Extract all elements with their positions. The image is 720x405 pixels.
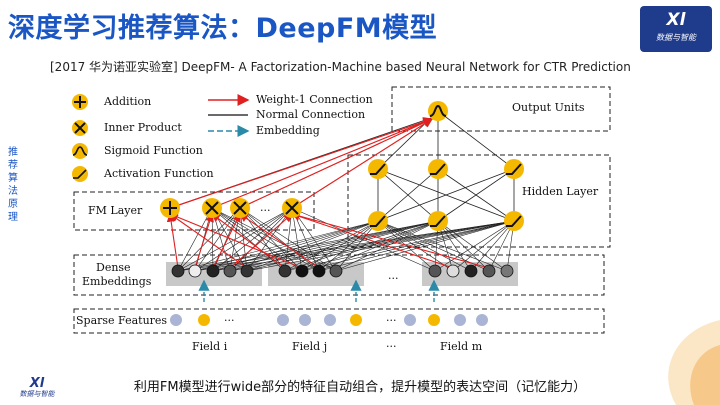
caption: 利用FM模型进行wide部分的特征自动组合，提升模型的表达空间（记忆能力）: [0, 376, 720, 395]
dense-embedding-node: [483, 265, 495, 277]
normal-connection: [213, 208, 292, 271]
hidden-unit: [368, 159, 388, 179]
legend-embedding: Embedding: [256, 124, 320, 137]
dense-label-1: Dense: [96, 261, 131, 274]
decorative-swirl: [636, 300, 720, 405]
hidden-unit: [504, 159, 524, 179]
legend-weight1: Weight-1 Connection: [256, 93, 373, 106]
dense-embedding-node: [296, 265, 308, 277]
field-m-label: Field m: [440, 340, 483, 353]
hidden-unit: [428, 211, 448, 231]
weight1-connection: [170, 214, 178, 268]
weight1-connection: [212, 119, 432, 208]
output-unit: [428, 101, 448, 121]
field-dots: ···: [386, 340, 397, 353]
sparse-feature-node: [299, 314, 311, 326]
brand-logo-bottom: Xl 数据与智能: [6, 376, 68, 400]
sparse-feature-node: [350, 314, 362, 326]
fm-layer-label: FM Layer: [88, 204, 143, 217]
dense-embedding-node: [330, 265, 342, 277]
fm-dots: ···: [260, 204, 271, 217]
normal-connection: [438, 111, 514, 169]
legend-addition: Addition: [103, 95, 151, 108]
sparse-feature-node: [170, 314, 182, 326]
sparse-feature-node: [404, 314, 416, 326]
sparse-feature-node: [476, 314, 488, 326]
hidden-unit: [428, 159, 448, 179]
dense-embedding-node: [447, 265, 459, 277]
dense-label-2: Embeddings: [82, 275, 152, 288]
sparse-feature-node: [428, 314, 440, 326]
legend: Addition Inner Product Sigmoid Function …: [72, 93, 373, 182]
field-j-label: Field j: [292, 340, 327, 353]
legend-activation: Activation Function: [103, 167, 214, 180]
legend-sigmoid: Sigmoid Function: [104, 144, 203, 157]
normal-connection: [240, 208, 319, 271]
logo-text-bottom: 数据与智能: [6, 389, 68, 399]
hidden-unit: [368, 211, 388, 231]
sparse-feature-node: [198, 314, 210, 326]
dense-embedding-node: [207, 265, 219, 277]
dense-embedding-node: [189, 265, 201, 277]
legend-normal: Normal Connection: [256, 108, 365, 121]
sparse-feature-node: [454, 314, 466, 326]
sparse-feature-node: [324, 314, 336, 326]
output-units-label: Output Units: [512, 101, 585, 114]
dense-embedding-node: [429, 265, 441, 277]
legend-inner-product: Inner Product: [104, 121, 182, 134]
dense-embedding-node: [279, 265, 291, 277]
weight1-connection: [292, 214, 489, 268]
dense-embedding-node: [241, 265, 253, 277]
field-i-label: Field i: [192, 340, 228, 353]
dense-embedding-node: [501, 265, 513, 277]
dense-embedding-node: [172, 265, 184, 277]
dense-embedding-node: [465, 265, 477, 277]
sparse-feature-node: [277, 314, 289, 326]
hidden-unit: [504, 211, 524, 231]
hidden-layer-label: Hidden Layer: [522, 185, 599, 198]
sparse-dots-1: ···: [224, 314, 235, 327]
dense-dots: ···: [388, 272, 399, 285]
sparse-label: Sparse Features: [76, 314, 167, 327]
dense-embedding-node: [224, 265, 236, 277]
sparse-dots-2: ···: [386, 314, 397, 327]
dense-embedding-node: [313, 265, 325, 277]
